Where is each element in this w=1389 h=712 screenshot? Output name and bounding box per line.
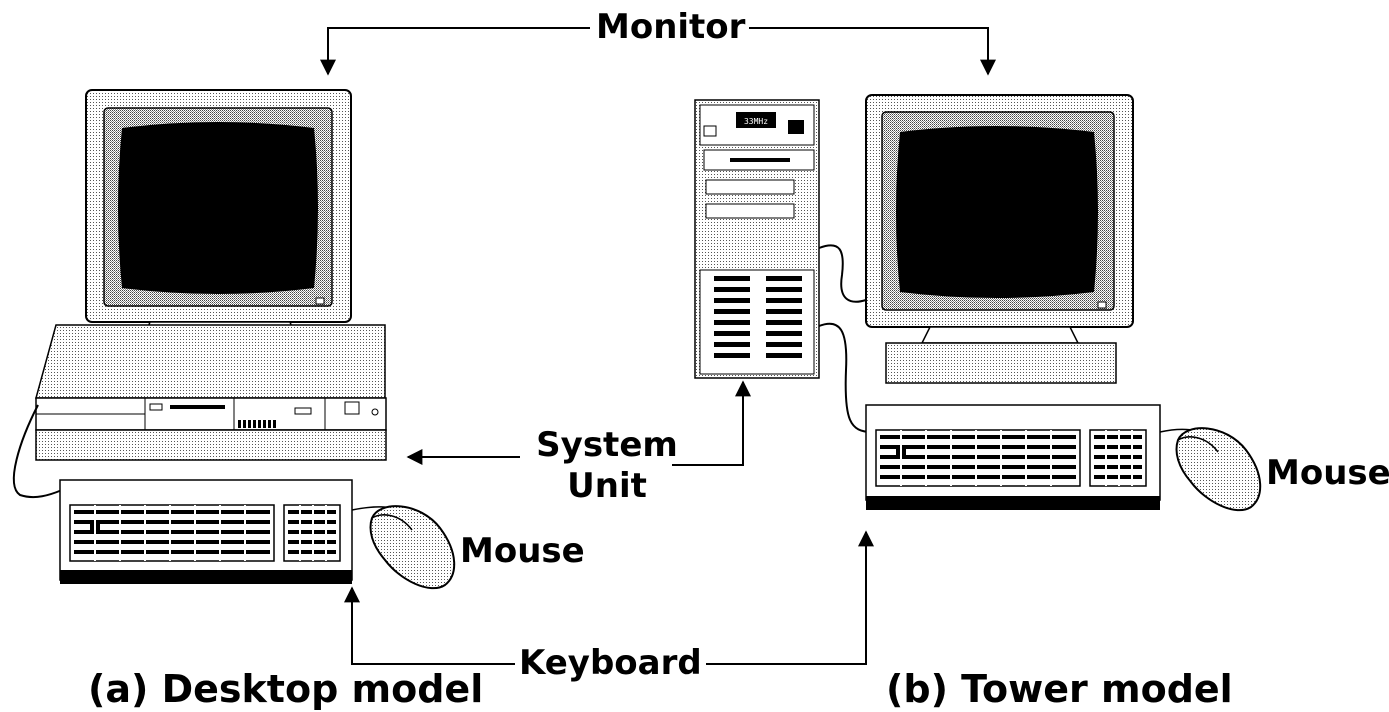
monitor-label: Monitor (592, 10, 750, 44)
keyboard-label: Keyboard (515, 646, 706, 680)
system-unit-label-line1: System (536, 425, 678, 465)
mouse-label-right: Mouse (1262, 456, 1389, 490)
desktop-caption: (a) Desktop model (88, 667, 484, 711)
system-unit-label-line2: Unit (567, 465, 647, 506)
desktop-keyboard (59, 479, 353, 584)
keyboard-pointer-lines (344, 530, 874, 665)
tower-monitor (865, 94, 1134, 384)
system-unit-pointer-lines (406, 380, 751, 466)
desktop-mouse (351, 505, 456, 590)
desktop-system-unit (35, 324, 387, 461)
tower-computer: 33MHz (694, 94, 1262, 512)
tower-mouse (1159, 427, 1262, 512)
tower-caption: (b) Tower model (886, 667, 1233, 711)
desktop-computer (12, 89, 456, 590)
tower-vents (714, 276, 802, 358)
tower-system-unit: 33MHz (694, 99, 820, 379)
tower-keyboard (865, 404, 1161, 510)
tower-display-text: 33MHz (744, 117, 768, 126)
monitor-pointer-lines (320, 27, 996, 76)
system-unit-label: System Unit (528, 425, 686, 507)
mouse-label-left: Mouse (456, 534, 589, 568)
